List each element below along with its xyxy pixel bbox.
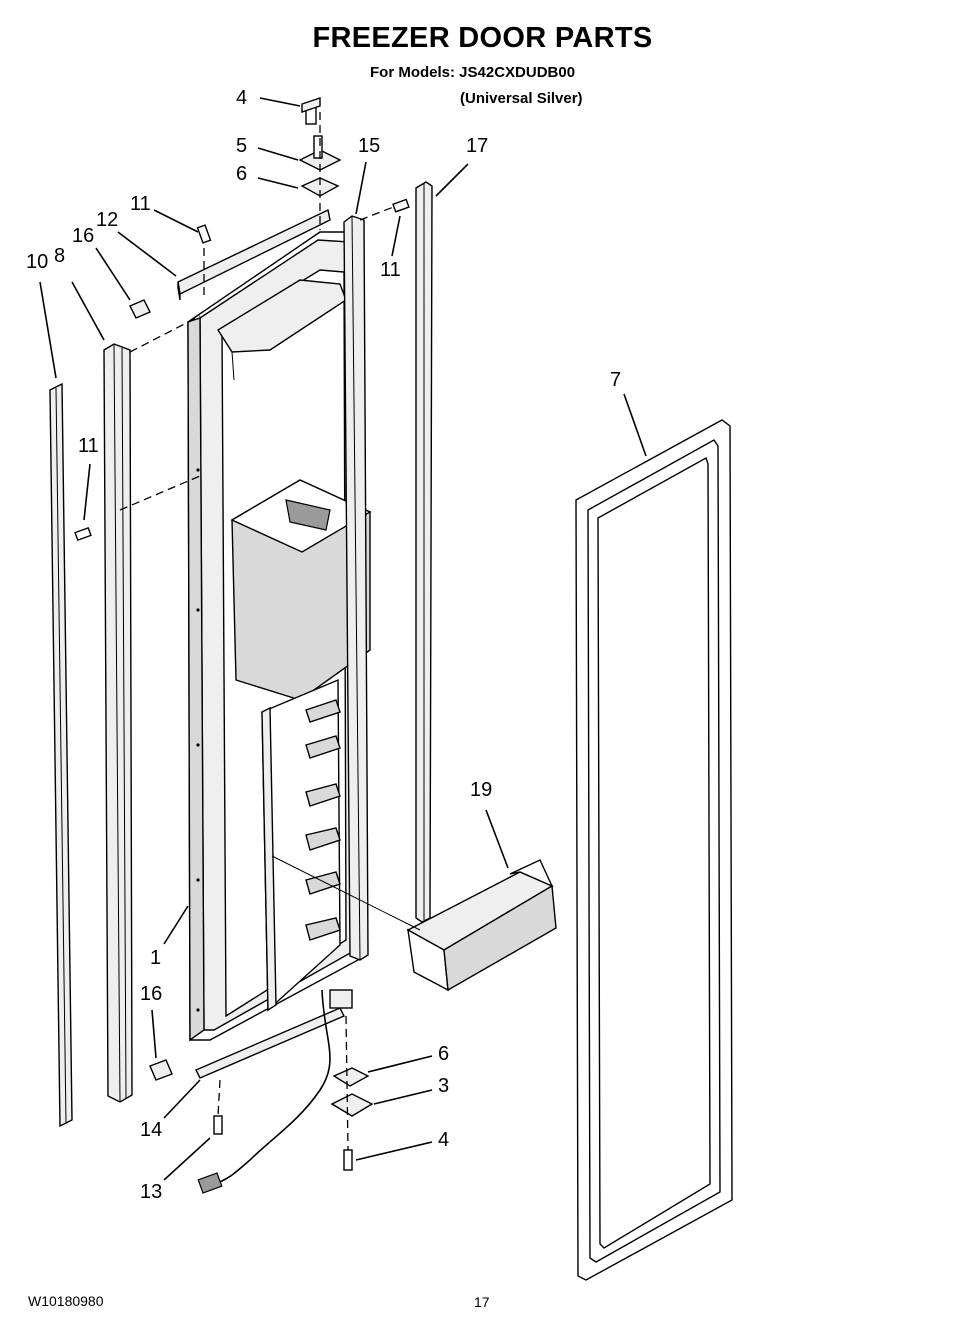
top-hinge-assembly — [298, 97, 342, 197]
bottom-hinge-assembly — [330, 1067, 374, 1171]
callout-13: 13 — [140, 1181, 162, 1203]
part-10-trim-insert — [49, 382, 73, 1128]
callout-7: 7 — [610, 369, 621, 391]
callout-labels: 4 5 6 15 17 11 12 16 8 10 11 7 11 19 1 1… — [26, 87, 621, 1203]
callout-3: 3 — [438, 1075, 449, 1097]
callout-10: 10 — [26, 251, 48, 273]
callout-16-bottom: 16 — [140, 983, 162, 1005]
callout-4-top: 4 — [236, 87, 247, 109]
part-1-door-panel — [187, 231, 372, 1042]
page-title: FREEZER DOOR PARTS — [312, 22, 653, 54]
callout-14: 14 — [140, 1119, 162, 1141]
callout-1: 1 — [150, 947, 161, 969]
part-17-trim-insert — [415, 181, 433, 923]
models-line: For Models: JS42CXDUDB00 — [370, 64, 576, 81]
wire-harness — [197, 989, 353, 1194]
part-11-screws — [74, 198, 410, 542]
callout-11-upper: 11 — [130, 193, 151, 215]
part-13-screw — [213, 1115, 223, 1135]
callout-11-right: 11 — [380, 259, 401, 281]
part-14-bottom-bracket — [195, 1007, 345, 1079]
leader-lines — [39, 97, 647, 1181]
part-12-top-bracket — [177, 208, 331, 301]
page-number: 17 — [474, 1294, 490, 1310]
callout-19: 19 — [470, 779, 492, 801]
callout-6-top: 6 — [236, 163, 247, 185]
callout-6-bottom: 6 — [438, 1043, 449, 1065]
callout-8: 8 — [54, 245, 65, 267]
part-19-door-bin — [406, 859, 557, 992]
part-15-right-trim — [343, 215, 369, 961]
callout-11-left: 11 — [78, 435, 99, 457]
part-7-gasket — [575, 419, 733, 1281]
color-line: (Universal Silver) — [460, 90, 583, 107]
callout-4-bottom: 4 — [438, 1129, 449, 1151]
callout-5: 5 — [236, 135, 247, 157]
part-8-left-trim — [103, 343, 133, 1103]
part-16-clips — [129, 299, 173, 1081]
document-number: W10180980 — [28, 1293, 104, 1309]
callout-17: 17 — [466, 135, 488, 157]
callout-15: 15 — [358, 135, 380, 157]
callout-16-top: 16 — [72, 225, 94, 247]
callout-12: 12 — [96, 209, 118, 231]
